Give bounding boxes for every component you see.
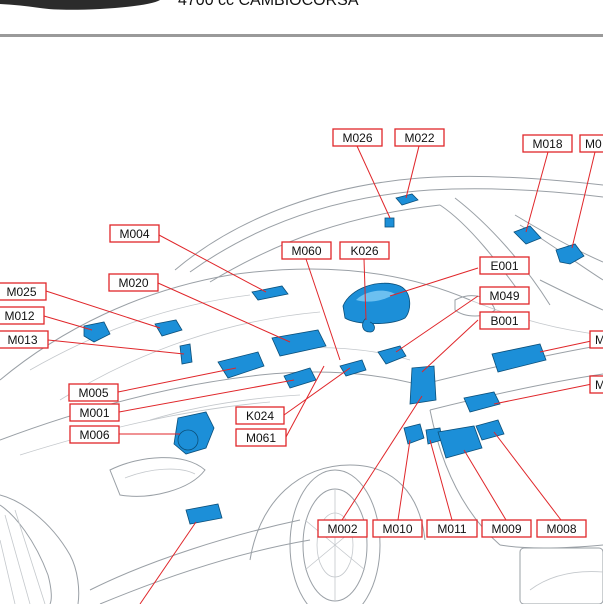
svg-text:M018: M018 [532,137,562,151]
car-thumbnail-icon [0,0,160,10]
svg-text:M0: M0 [585,137,602,151]
svg-text:M005: M005 [78,386,108,400]
component-m026 [384,217,395,228]
label-m-right2: M [589,375,603,394]
svg-text:M060: M060 [291,244,321,258]
label-m-right1: M [589,330,603,349]
component-m-right1 [491,343,547,373]
component-m020 [271,329,327,357]
label-k024: K024 [235,406,285,425]
svg-text:M006: M006 [79,428,109,442]
component-m013 [179,343,193,365]
label-m020: M020 [108,273,159,292]
component-b001 [409,365,437,405]
svg-text:M009: M009 [491,522,521,536]
label-m006: M006 [69,425,120,444]
header-bar: 4700 cc CAMBIOCORSA [0,0,603,37]
svg-text:M026: M026 [342,131,372,145]
labels: M026 M022 M018 M0 M004 M060 K026 E001 M0… [0,128,603,538]
label-m013: M013 [0,330,49,349]
page-title: 4700 cc CAMBIOCORSA [178,0,359,9]
component-m005 [217,351,265,379]
label-m0: M0 [579,134,603,153]
label-b001: B001 [479,311,530,330]
svg-text:M: M [595,333,603,347]
label-m005: M005 [68,383,119,402]
svg-text:M008: M008 [546,522,576,536]
component-m008 [475,419,505,441]
label-m061: M061 [235,428,287,447]
svg-text:M: M [595,378,603,392]
label-k026: K026 [339,241,390,260]
component-m001 [283,367,317,389]
label-m022: M022 [394,128,445,147]
label-m008: M008 [536,519,587,538]
leader-lines [43,145,597,604]
component-m012 [83,321,111,343]
component-m004 [251,285,289,301]
component-m002 [185,503,223,525]
component-location-diagram: M026 M022 M018 M0 M004 M060 K026 E001 M0… [0,128,603,604]
svg-text:K026: K026 [350,244,378,258]
svg-text:M025: M025 [6,285,36,299]
label-m049: M049 [479,286,530,305]
component-m-right2 [463,391,501,413]
svg-text:M001: M001 [79,406,109,420]
label-m018: M018 [522,134,573,153]
component-k026 [362,317,375,333]
label-m011: M011 [426,519,478,538]
label-m060: M060 [281,241,332,260]
label-m025: M025 [0,282,47,301]
svg-text:K024: K024 [246,409,274,423]
label-m002: M002 [317,519,368,538]
component-m049 [377,345,407,365]
label-m009: M009 [481,519,532,538]
label-m004: M004 [109,224,160,243]
label-m012: M012 [0,306,45,325]
svg-text:M020: M020 [118,276,148,290]
svg-text:E001: E001 [490,259,518,273]
svg-text:B001: B001 [490,314,518,328]
component-m025 [154,319,183,337]
component-m0 [555,243,585,265]
component-m009 [437,425,483,459]
component-m010 [403,423,425,445]
component-m018 [513,225,542,245]
svg-text:M013: M013 [7,333,37,347]
svg-text:M012: M012 [4,309,34,323]
svg-text:M002: M002 [327,522,357,536]
svg-text:M049: M049 [489,289,519,303]
svg-text:M022: M022 [404,131,434,145]
components [83,193,585,525]
svg-text:M010: M010 [382,522,412,536]
label-e001: E001 [479,256,530,275]
component-e001 [342,282,411,324]
label-m001: M001 [69,403,120,422]
svg-text:M004: M004 [119,227,149,241]
label-m026: M026 [332,128,383,147]
svg-text:M061: M061 [246,431,276,445]
label-m010: M010 [372,519,423,538]
svg-text:M011: M011 [437,522,466,536]
